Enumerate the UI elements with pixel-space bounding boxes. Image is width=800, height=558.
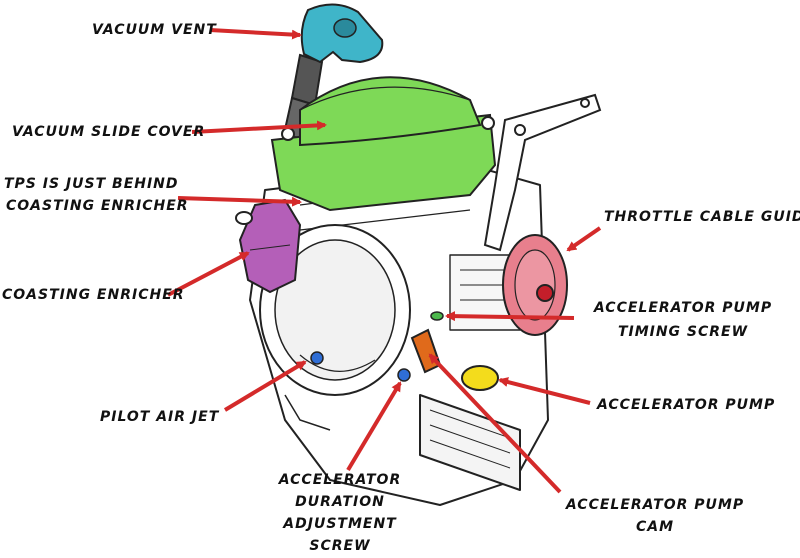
- label-vacuum-vent: VACUUM VENT: [92, 22, 217, 38]
- timing-screw-part: [430, 311, 444, 321]
- label-tps-line2: COASTING ENRICHER: [6, 198, 189, 214]
- arrow-coasting-enricher: [167, 251, 250, 297]
- arrow-timing-screw: [445, 311, 575, 322]
- throttle-cable-guide-part: [502, 234, 568, 336]
- coasting-enricher-part: [235, 198, 302, 294]
- intake-bore: [259, 224, 411, 431]
- arrow-tps: [177, 196, 302, 207]
- label-accel-duration-line1: ACCELERATOR: [278, 472, 402, 488]
- label-coasting-enricher: COASTING ENRICHER: [2, 287, 185, 303]
- label-pilot-air-jet: PILOT AIR JET: [100, 409, 220, 425]
- label-accel-pump-timing-line1: ACCELERATOR PUMP: [593, 300, 773, 316]
- label-accel-duration-line2: DURATION: [295, 494, 385, 510]
- label-accel-pump-cam-line1: ACCELERATOR PUMP: [565, 497, 745, 513]
- arrow-pilot-air-jet: [223, 360, 307, 412]
- label-accel-pump-cam-line2: CAM: [635, 519, 675, 535]
- label-accelerator-pump: ACCELERATOR PUMP: [597, 397, 776, 413]
- label-accel-duration-line4: SCREW: [309, 538, 371, 554]
- arrow-throttle-cable-guide: [566, 226, 602, 252]
- arrow-vacuum-vent: [209, 28, 302, 40]
- callout-arrows: [167, 28, 602, 494]
- arrow-vacuum-slide-cover: [191, 120, 327, 134]
- arrow-accel-pump-cam: [428, 353, 562, 494]
- label-accel-pump-timing-line2: TIMING SCREW: [617, 324, 749, 340]
- label-throttle-cable-guide: THROTTLE CABLE GUIDE: [604, 209, 800, 225]
- vacuum-slide-cover-part: [270, 76, 497, 212]
- arrow-accelerator-pump: [498, 377, 591, 405]
- arrow-accel-duration: [346, 381, 402, 472]
- label-tps-line1: TPS IS JUST BEHIND: [4, 176, 179, 192]
- throttle-lever: [483, 93, 602, 252]
- label-accel-duration-line3: ADJUSTMENT: [283, 516, 397, 532]
- accelerator-pump-part: [461, 365, 499, 391]
- jet-screws: [310, 351, 411, 382]
- label-vacuum-slide-cover: VACUUM SLIDE COVER: [12, 124, 206, 140]
